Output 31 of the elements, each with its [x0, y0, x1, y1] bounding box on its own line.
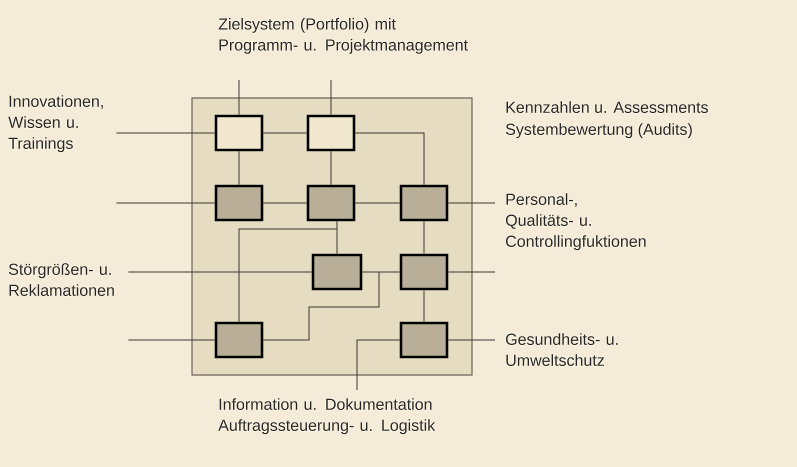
- module-box: [214, 184, 264, 222]
- connector-line: [354, 202, 400, 204]
- node-label: Störgrößen- u. Reklamationen: [8, 263, 114, 296]
- connector-line: [238, 220, 338, 322]
- node-label: Personal-, Qualitäts- u. Controllingfuktionen: [506, 193, 646, 250]
- connector-line: [238, 80, 240, 116]
- module-box: [214, 322, 264, 358]
- connector-line: [116, 132, 216, 134]
- module-box: [400, 184, 448, 222]
- module-box: [214, 114, 264, 152]
- module-box: [306, 184, 356, 222]
- node-label: Zielsystem (Portfolio) mit Programm- u. Projektmanagement: [218, 18, 468, 54]
- connector-line: [356, 340, 400, 390]
- connector-line: [262, 272, 380, 340]
- module-box: [400, 254, 448, 290]
- connector-line: [262, 132, 308, 134]
- node-label: Gesundheits- u. Umweltschutz: [506, 333, 618, 366]
- connector-line: [116, 202, 216, 204]
- connector-line: [238, 150, 240, 186]
- connector-line: [262, 202, 308, 204]
- module-box: [306, 114, 356, 152]
- connector-line: [330, 80, 332, 116]
- connector-line: [330, 150, 332, 186]
- side-label: Kennzahlen u. Assessments: [506, 101, 708, 113]
- connector-line: [354, 132, 424, 186]
- module-box: [312, 254, 362, 290]
- node-label: Information u. Dokumentation Auftragssteuerung- u. Logistik: [218, 398, 436, 434]
- connector-line: [448, 202, 496, 204]
- node-label: Innovationen, Wissen u. Trainings: [8, 95, 103, 152]
- module-box: [400, 322, 448, 358]
- side-label: Systembewertung (Audits): [506, 123, 692, 138]
